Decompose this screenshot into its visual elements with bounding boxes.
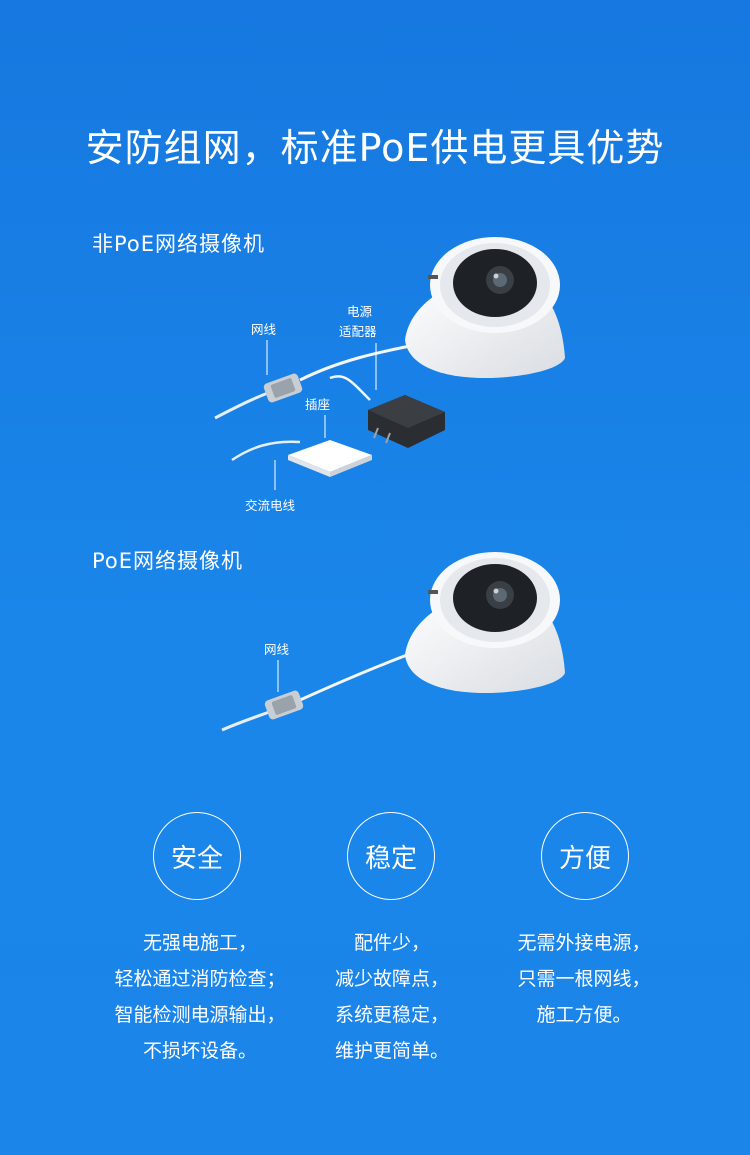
feature-line: 配件少， — [353, 932, 430, 954]
dome-camera-icon — [405, 237, 565, 378]
feature-stable-description: 配件少， 减少故障点， 系统更稳定， 维护更简单。 — [277, 925, 507, 1069]
rj45-connector-icon — [264, 690, 304, 720]
callout-network-cable: 网线 — [264, 642, 290, 657]
feature-line: 不损坏设备。 — [142, 1040, 257, 1062]
feature-line: 智能检测电源输出， — [114, 1004, 286, 1026]
feature-convenient-description: 无需外接电源， 只需一根网线， 施工方便。 — [469, 925, 699, 1033]
callout-network-cable: 网线 — [251, 322, 277, 337]
rj45-connector-icon — [263, 373, 303, 403]
page-title: 安防组网，标准PoE供电更具优势 — [85, 126, 665, 171]
non-poe-camera-label: 非PoE网络摄像机 — [92, 232, 266, 256]
feature-safe-description: 无强电施工， 轻松通过消防检查； 智能检测电源输出， 不损坏设备。 — [85, 925, 315, 1069]
feature-line: 减少故障点， — [334, 968, 449, 990]
callout-power-adapter-line1: 电源 — [347, 304, 373, 319]
callout-power-adapter-line2: 适配器 — [339, 324, 377, 339]
dome-camera-icon — [405, 552, 565, 693]
poe-diagram: 网线 — [221, 552, 565, 732]
wall-socket-icon — [288, 440, 372, 477]
power-adapter-icon — [368, 395, 445, 448]
feature-stable-badge: 稳定 — [347, 812, 435, 900]
callout-ac-cable: 交流电线 — [245, 498, 296, 513]
feature-line: 系统更稳定， — [334, 1004, 449, 1026]
callout-socket: 插座 — [305, 397, 330, 412]
feature-line: 轻松通过消防检查； — [114, 968, 286, 990]
feature-line: 维护更简单。 — [334, 1040, 449, 1062]
feature-line: 无需外接电源， — [517, 932, 651, 954]
feature-line: 只需一根网线， — [517, 968, 651, 990]
feature-safe-badge: 安全 — [153, 812, 241, 900]
non-poe-diagram: 网线 电源 适配器 插座 交流电线 — [214, 237, 565, 513]
feature-convenient-badge: 方便 — [541, 812, 629, 900]
poe-camera-label: PoE网络摄像机 — [92, 549, 244, 573]
feature-line: 无强电施工， — [142, 932, 257, 954]
feature-line: 施工方便。 — [536, 1004, 632, 1026]
